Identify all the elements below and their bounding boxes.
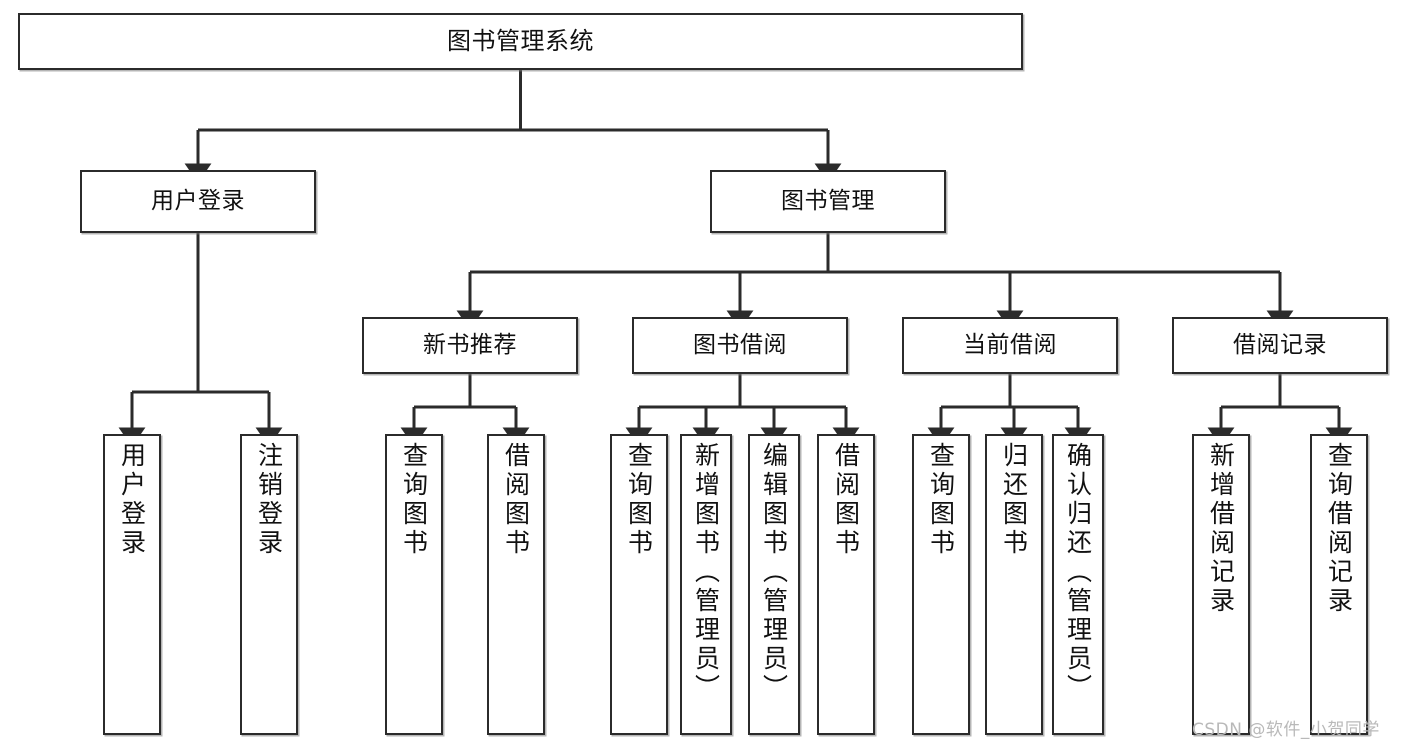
node-root-label: 图书管理系统 — [447, 27, 594, 56]
leaf-add-book[interactable]: 新增图书（管理员） — [680, 434, 732, 735]
node-borrow-record[interactable]: 借阅记录 — [1172, 317, 1388, 374]
node-book-manage[interactable]: 图书管理 — [710, 170, 946, 233]
leaf-query-book-3[interactable]: 查询图书 — [912, 434, 970, 735]
leaf-logout-label: 注销登录 — [254, 442, 284, 558]
leaf-borrow-book-1-label: 借阅图书 — [501, 442, 531, 558]
leaf-edit-book[interactable]: 编辑图书（管理员） — [748, 434, 800, 735]
leaf-borrow-book-2[interactable]: 借阅图书 — [817, 434, 875, 735]
node-root[interactable]: 图书管理系统 — [18, 13, 1023, 70]
node-user-login-label: 用户登录 — [151, 187, 245, 214]
leaf-user-login[interactable]: 用户登录 — [103, 434, 161, 735]
node-new-book-recommend-label: 新书推荐 — [423, 331, 517, 358]
leaf-logout[interactable]: 注销登录 — [240, 434, 298, 735]
leaf-query-book-2-label: 查询图书 — [624, 442, 654, 558]
watermark: CSDN @软件_小贺同学 — [1192, 720, 1380, 740]
node-user-login[interactable]: 用户登录 — [80, 170, 316, 233]
node-current-borrow[interactable]: 当前借阅 — [902, 317, 1118, 374]
leaf-query-book-1-label: 查询图书 — [399, 442, 429, 558]
leaf-query-record-label: 查询借阅记录 — [1324, 442, 1354, 616]
node-borrow-record-label: 借阅记录 — [1233, 331, 1327, 358]
leaf-confirm-return-label: 确认归还（管理员） — [1063, 442, 1093, 703]
node-book-borrow-label: 图书借阅 — [693, 331, 787, 358]
leaf-add-book-label: 新增图书（管理员） — [691, 442, 721, 703]
node-book-borrow[interactable]: 图书借阅 — [632, 317, 848, 374]
leaf-add-record-label: 新增借阅记录 — [1206, 442, 1236, 616]
leaf-add-record[interactable]: 新增借阅记录 — [1192, 434, 1250, 735]
node-book-manage-label: 图书管理 — [781, 187, 875, 214]
leaf-return-book-label: 归还图书 — [999, 442, 1029, 558]
node-new-book-recommend[interactable]: 新书推荐 — [362, 317, 578, 374]
leaf-borrow-book-1[interactable]: 借阅图书 — [487, 434, 545, 735]
leaf-borrow-book-2-label: 借阅图书 — [831, 442, 861, 558]
leaf-query-record[interactable]: 查询借阅记录 — [1310, 434, 1368, 735]
node-current-borrow-label: 当前借阅 — [963, 331, 1057, 358]
leaf-return-book[interactable]: 归还图书 — [985, 434, 1043, 735]
leaf-query-book-1[interactable]: 查询图书 — [385, 434, 443, 735]
leaf-query-book-3-label: 查询图书 — [926, 442, 956, 558]
leaf-edit-book-label: 编辑图书（管理员） — [759, 442, 789, 703]
leaf-query-book-2[interactable]: 查询图书 — [610, 434, 668, 735]
leaf-user-login-label: 用户登录 — [117, 442, 147, 558]
leaf-confirm-return[interactable]: 确认归还（管理员） — [1052, 434, 1104, 735]
